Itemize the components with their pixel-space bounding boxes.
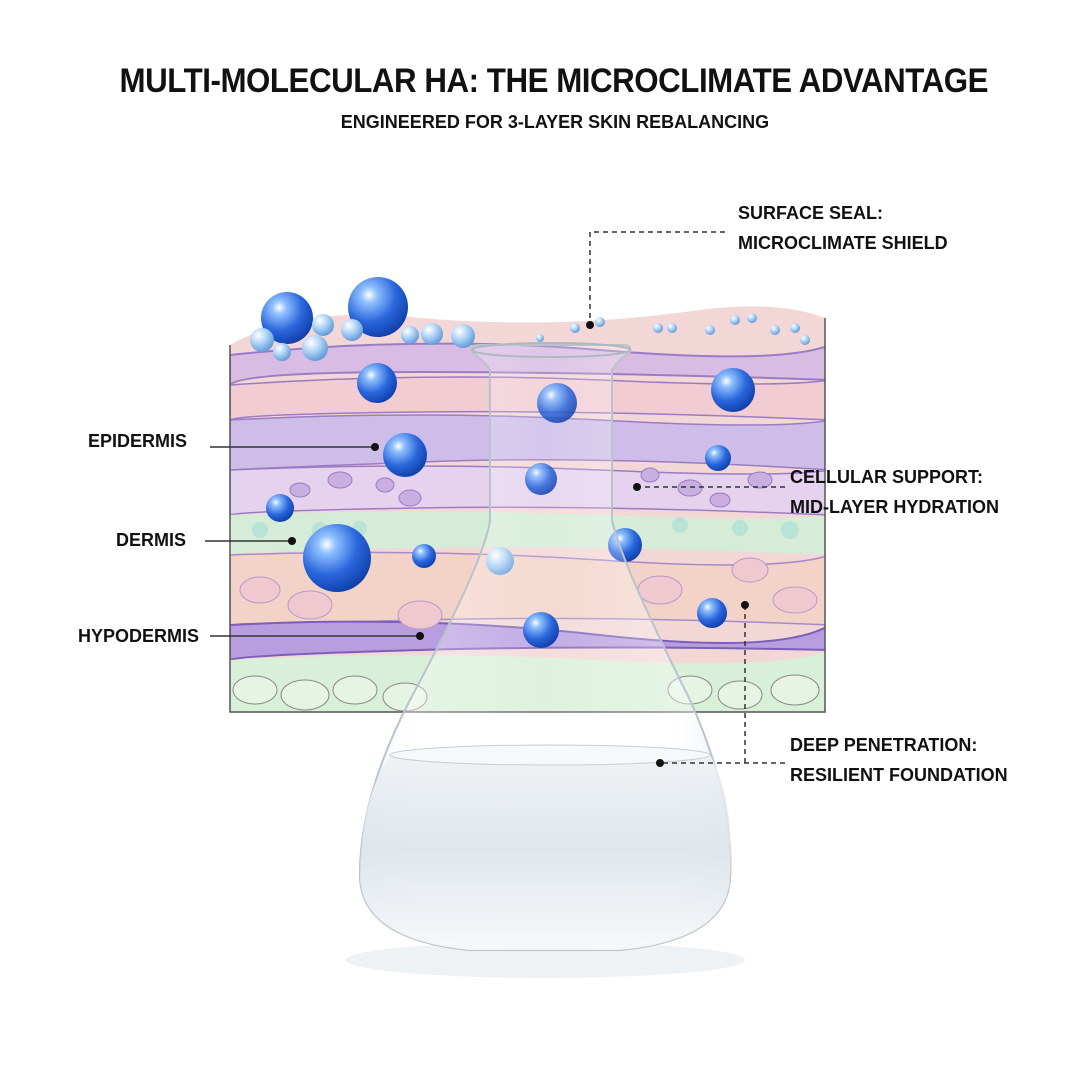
erlenmeyer-flask	[345, 342, 745, 978]
callout-deep-title: DEEP PENETRATION:	[790, 735, 978, 755]
leader-lines	[205, 231, 785, 764]
callout-cellular-desc: MID-LAYER HYDRATION	[790, 497, 1000, 517]
callout-deep-desc: RESILIENT FOUNDATION	[790, 765, 1008, 785]
callout-surface-desc: MICROCLIMATE SHIELD	[738, 233, 948, 253]
label-epidermis: EPIDERMIS	[88, 431, 188, 451]
label-dermis: DERMIS	[116, 530, 187, 550]
callout-deep-penetration: DEEP PENETRATION: RESILIENT FOUNDATION	[790, 730, 1008, 790]
page-subtitle: ENGINEERED FOR 3-LAYER SKIN REBALANCING	[340, 112, 770, 132]
label-hypodermis: HYPODERMIS	[78, 626, 200, 646]
callout-surface-seal: SURFACE SEAL: MICROCLIMATE SHIELD	[738, 198, 948, 258]
callout-cellular-support: CELLULAR SUPPORT: MID-LAYER HYDRATION	[790, 462, 999, 522]
callout-surface-title: SURFACE SEAL:	[738, 203, 884, 223]
callout-cellular-title: CELLULAR SUPPORT:	[790, 467, 983, 487]
page-title: MULTI-MOLECULAR HA: THE MICROCLIMATE ADV…	[119, 62, 989, 100]
